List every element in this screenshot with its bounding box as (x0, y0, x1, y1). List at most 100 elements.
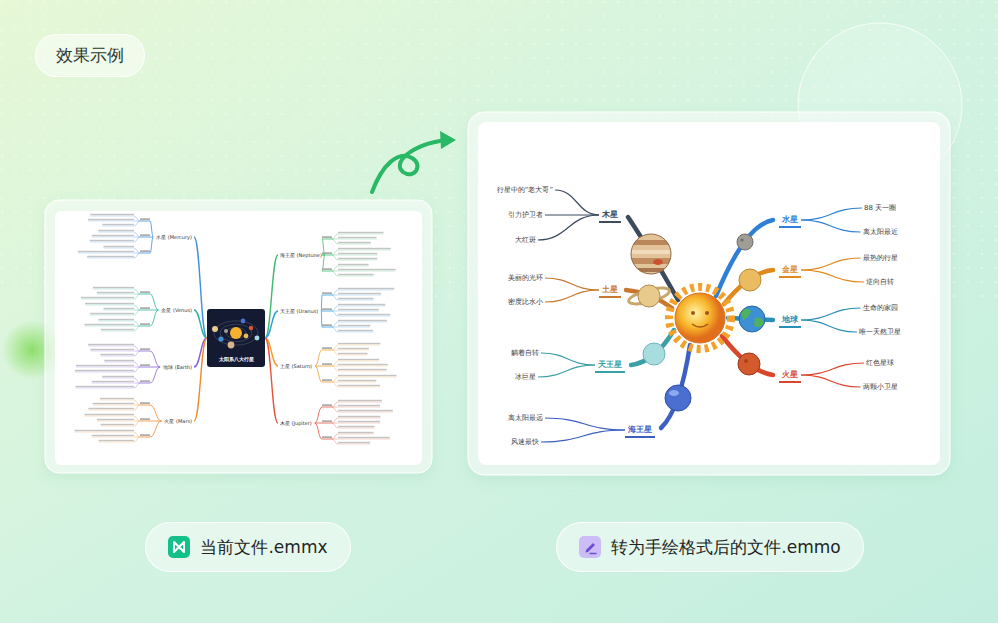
planet-drawing (669, 390, 679, 396)
leaf-branch (102, 378, 134, 379)
planet-drawing (738, 353, 760, 375)
leaf-branch (338, 244, 371, 245)
planet-drawing (638, 285, 660, 307)
node-text: 大红斑 (515, 235, 536, 245)
planet-drawing (628, 268, 674, 272)
branch-connector (801, 270, 864, 282)
leaf-topic: 红色星球 (864, 357, 896, 369)
tiny-topic-mark (322, 252, 332, 253)
leaf-topic: 两颗小卫星 (861, 381, 900, 393)
curly-arrow (372, 140, 446, 192)
leaf-branch (338, 316, 390, 317)
sub-branch (322, 255, 332, 256)
sun-drawing (692, 324, 708, 327)
leaf-branch (134, 232, 140, 237)
node-text: 太阳系八大行星 (219, 356, 254, 362)
leaf-branch (134, 310, 140, 315)
node-text: 两颗小卫星 (863, 382, 898, 392)
sub-branch (150, 310, 158, 326)
branch-stroke (716, 220, 773, 296)
sub-branch (322, 311, 332, 312)
leaf-branch (338, 266, 369, 267)
planet-drawing (628, 250, 674, 254)
file-icon (579, 536, 601, 558)
leaf-branch (332, 234, 338, 239)
leaf-branch (332, 382, 338, 387)
node-text: 地球 (782, 314, 798, 325)
branch-topic: 地球 (Earth) (161, 363, 194, 371)
leaf-branch (332, 350, 338, 355)
tiny-leaf-mark (78, 251, 134, 252)
branch-connector (541, 353, 595, 365)
section-tag: 效果示例 (35, 34, 145, 77)
sun-drawing (691, 311, 695, 315)
tiny-leaf-mark (88, 408, 134, 409)
sub-branch (315, 350, 322, 366)
leaf-branch (98, 321, 134, 322)
leaf-branch (92, 437, 134, 438)
planet-dot (244, 334, 249, 339)
file-icon (579, 536, 601, 558)
planet-drawing (737, 234, 753, 250)
leaf-branch (134, 367, 140, 372)
tiny-leaf-mark (338, 353, 368, 354)
leaf-branch (338, 239, 377, 240)
tiny-leaf-mark (99, 440, 134, 441)
tiny-leaf-mark (81, 297, 134, 298)
tiny-topic-mark (140, 402, 150, 403)
node-text: 海王星 (Neptune) (280, 252, 322, 258)
leaf-branch (75, 372, 134, 373)
tiny-leaf-mark (338, 288, 394, 289)
tiny-leaf-mark (98, 230, 134, 231)
leaf-branch (332, 290, 338, 295)
leaf-branch (338, 276, 374, 277)
node-text: 水星 (782, 214, 798, 225)
sun-drawing (669, 287, 731, 349)
tiny-leaf-mark (338, 264, 369, 265)
sub-branch (322, 350, 332, 351)
leaf-branch (332, 327, 338, 332)
node-text: 海王星 (628, 424, 652, 435)
node-text: 唯一天然卫星 (859, 327, 901, 337)
branch-connector (194, 310, 207, 338)
curly-arrow (440, 131, 456, 149)
tiny-leaf-mark (93, 403, 134, 404)
leaf-branch (134, 289, 140, 294)
leaf-branch (92, 237, 134, 238)
leaf-branch (100, 356, 134, 357)
sub-branch (315, 366, 322, 382)
branch-label: 地球 (779, 313, 801, 328)
planet-drawing (631, 234, 671, 274)
tiny-leaf-mark (338, 410, 393, 411)
leaf-branch (85, 305, 134, 306)
branch-stroke (626, 217, 773, 428)
file-icon (168, 536, 190, 558)
planet-drawing (627, 285, 671, 307)
branch-connector (538, 215, 600, 240)
leaf-branch (101, 331, 134, 332)
leaf-branch (338, 234, 384, 235)
node-text: 转为手绘格式后的文件.emmo (611, 536, 840, 559)
leaf-branch (332, 366, 338, 371)
leaf-branch (134, 326, 140, 331)
node-text: 逆向自转 (866, 277, 894, 287)
tiny-leaf-mark (102, 376, 134, 377)
sun-drawing (675, 293, 725, 343)
tiny-topic-mark (322, 420, 332, 421)
branch-label: 天王星 (595, 358, 625, 373)
node-text: 地球 (Earth) (163, 364, 192, 370)
tiny-leaf-mark (100, 354, 134, 355)
leaf-branch (75, 388, 134, 389)
sub-branch (322, 407, 332, 408)
leaf-branch (134, 383, 140, 388)
tiny-leaf-mark (338, 269, 396, 270)
sub-branch (140, 253, 150, 254)
leaf-branch (332, 361, 338, 366)
planet-dot (241, 319, 246, 324)
leaf-branch (99, 442, 134, 443)
tiny-leaf-mark (102, 224, 134, 225)
sub-branch (140, 351, 150, 352)
branch-connector (555, 190, 599, 215)
leaf-branch (332, 239, 338, 244)
leaf-branch (338, 332, 373, 333)
